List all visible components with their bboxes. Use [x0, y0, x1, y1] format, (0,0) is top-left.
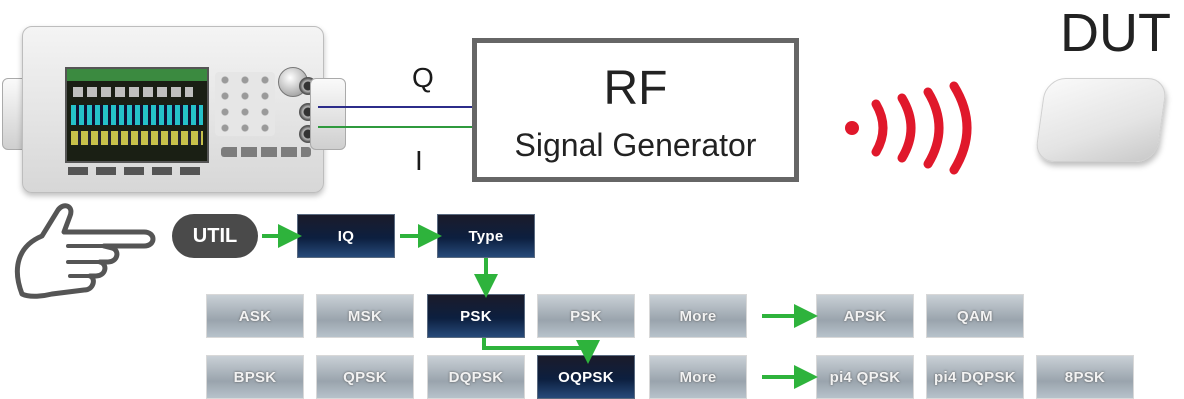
rf-title: RF [603, 62, 668, 115]
bpsk-button[interactable]: BPSK [206, 355, 304, 399]
function-buttons [221, 147, 311, 157]
more-button-row1[interactable]: More [649, 294, 747, 338]
pi4-qpsk-button[interactable]: pi4 QPSK [816, 355, 914, 399]
dut-label: DUT [1060, 3, 1171, 63]
pointing-hand-icon [14, 203, 156, 299]
screen-header [67, 69, 207, 81]
screen-waveform-2 [71, 131, 203, 145]
i-signal-line [318, 126, 473, 128]
dqpsk-button[interactable]: DQPSK [427, 355, 525, 399]
iq-button[interactable]: IQ [297, 214, 395, 258]
more-button-row2[interactable]: More [649, 355, 747, 399]
wireless-signal-icon [845, 81, 972, 175]
instrument-screen [65, 67, 209, 163]
q-label: Q [412, 62, 434, 93]
q-signal-line [318, 106, 473, 108]
qam-button[interactable]: QAM [926, 294, 1024, 338]
psk-button[interactable]: PSK [537, 294, 635, 338]
right-handle [310, 78, 346, 150]
keypad [215, 72, 275, 136]
ask-button[interactable]: ASK [206, 294, 304, 338]
i-label: I [415, 145, 423, 176]
soft-keys [68, 167, 208, 175]
screen-waveform [71, 105, 203, 125]
apsk-button[interactable]: APSK [816, 294, 914, 338]
screen-text [73, 87, 193, 97]
qpsk-button[interactable]: QPSK [316, 355, 414, 399]
type-button[interactable]: Type [437, 214, 535, 258]
msk-button[interactable]: MSK [316, 294, 414, 338]
function-generator-image [0, 18, 346, 196]
instrument-body [22, 26, 324, 193]
util-button[interactable]: UTIL [172, 214, 258, 258]
psk-button-selected[interactable]: PSK [427, 294, 525, 338]
8psk-button[interactable]: 8PSK [1036, 355, 1134, 399]
rf-signal-generator-box: RF Signal Generator [472, 38, 799, 182]
rf-subtitle: Signal Generator [514, 127, 757, 163]
arrow-psk-to-oqpsk [482, 338, 600, 364]
